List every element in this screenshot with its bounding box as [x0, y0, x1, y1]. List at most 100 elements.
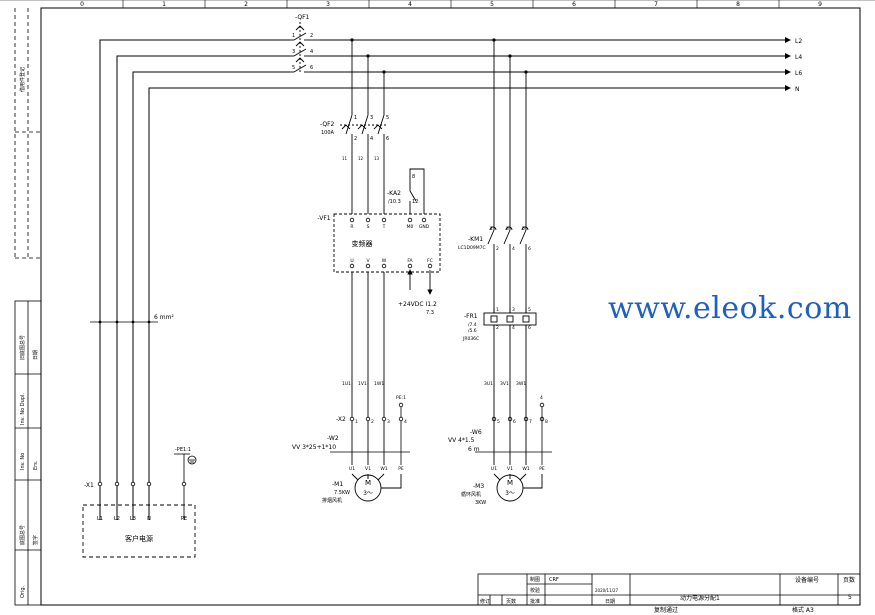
- qf2-terminal: 6: [386, 136, 389, 142]
- bus-label-n: N: [795, 86, 800, 93]
- vfd-terminal: M0: [407, 224, 414, 230]
- vfd-phase-marks: 11 12 13: [342, 156, 380, 161]
- vfd-branch-wires: [351, 40, 385, 465]
- customer-terminal: L3: [130, 516, 136, 522]
- x2-terminal: 3: [387, 419, 390, 425]
- m3-labels: -M3 循环风机 3KW: [461, 483, 486, 506]
- qf2-terminal: 2: [354, 136, 357, 142]
- date-label: 日期: [605, 599, 615, 605]
- ka2-labels: -KA2 /10.3 8 12: [387, 174, 418, 205]
- x2-terminal: 4: [404, 419, 407, 425]
- customer-supply-box: [82, 504, 196, 558]
- m1-symbol: M: [365, 479, 371, 487]
- ka2-label: -KA2: [387, 190, 401, 197]
- wire-mark: 1U1: [342, 381, 351, 387]
- qf2-terminal: 3: [370, 115, 373, 121]
- x2-label: -X2: [336, 416, 346, 423]
- drawing-title: 动力电源分配1: [680, 594, 720, 602]
- x2-terminal: 1: [355, 419, 358, 425]
- w2-label: -W2: [327, 435, 339, 442]
- motor-pin: U1: [491, 466, 497, 472]
- bus-label-l4: L4: [795, 54, 802, 61]
- motor-pin: PE: [539, 466, 545, 472]
- left-index-strip: [14, 8, 41, 259]
- fr1-labels: -FR1 /7.4 /5.6 JR036C 1 3 5 2 4 6: [462, 307, 531, 342]
- km1-label: -KM1: [468, 236, 483, 243]
- m3-power: 3KW: [475, 500, 486, 506]
- w6-spec: VV 4*1.5: [448, 437, 475, 444]
- qf2-label: -QF2: [320, 121, 335, 128]
- column-number: 8: [736, 1, 740, 8]
- qf1-terminal: 5: [292, 65, 295, 71]
- km1-pin: 2: [496, 246, 499, 252]
- column-number: 1: [162, 1, 166, 8]
- vfd-terminal: U: [350, 258, 353, 264]
- qf1-terminal: 6: [310, 65, 313, 71]
- m3-symbol: M: [507, 479, 513, 487]
- qf1-terminal: 4: [310, 49, 313, 55]
- page-label: 页数: [843, 576, 855, 584]
- column-number: 9: [818, 1, 822, 8]
- qf2-breaker: [340, 114, 388, 138]
- fr1-ref: /7.4: [468, 322, 477, 328]
- wire-mark: PE:1: [396, 395, 406, 401]
- km1-labels: -KM1 LC1D09M7C 1 3 5 2 4 6: [458, 226, 531, 252]
- w6-label: -W6: [470, 429, 482, 436]
- copy-label: 复制通过: [654, 606, 678, 614]
- fr1-pin: 1: [496, 307, 499, 313]
- column-number: 7: [654, 1, 658, 8]
- column-number: 6: [572, 1, 576, 8]
- column-numbers: 0 1 2 3 4 5 6 7 8 9: [80, 1, 822, 8]
- vfd-labels: -VF1 变频器 R S T M0 GND U V W FA FC: [317, 215, 432, 264]
- motor-pin: V1: [365, 466, 371, 472]
- left-stamp-column: [14, 300, 42, 606]
- border-label: 签字: [32, 535, 39, 545]
- vfd-terminal-circles: [349, 217, 433, 269]
- column-number: 3: [326, 1, 330, 8]
- vfd-box: [333, 213, 441, 273]
- page-value: 5: [848, 594, 852, 601]
- customer-terminal: L1: [97, 516, 103, 522]
- motor-pin: U1: [349, 466, 355, 472]
- qf2-terminal: 4: [370, 136, 373, 142]
- drawn-by-label: 制图: [530, 576, 540, 583]
- drawn-by-value: CRF: [549, 577, 559, 583]
- fr1-pin: 4: [512, 325, 515, 331]
- column-number: 4: [408, 1, 412, 8]
- vfd-terminal: GND: [419, 224, 430, 230]
- x2-terminal: 8: [545, 419, 548, 425]
- motor-pin: PE: [398, 466, 404, 472]
- pe-symbol-m3: [539, 402, 545, 465]
- bus-lines: [99, 37, 791, 520]
- vfd-feedback-arrows: [407, 269, 433, 295]
- x1-terminals: [97, 481, 187, 487]
- format-label: 格式 A3: [792, 606, 814, 614]
- vfd-terminal: R: [350, 224, 353, 230]
- vfd-terminal: FA: [407, 258, 413, 264]
- m3-pins: U1 V1 W1 PE: [491, 466, 545, 472]
- x1-label: -X1: [84, 482, 94, 489]
- m1-labels: -M1 7.5KW 排烟风机: [322, 481, 350, 504]
- km1-pin: 4: [512, 246, 515, 252]
- date-value: 2020/11/27: [595, 588, 619, 593]
- phase-mark: 13: [374, 156, 380, 161]
- motor-pin: W1: [522, 466, 529, 472]
- revision-label: 修订: [480, 598, 490, 605]
- wire-mark: 3W1: [516, 381, 526, 387]
- border-label: Orig.: [20, 585, 26, 598]
- wire-mark: 3V1: [500, 381, 509, 387]
- customer-terminals: L1 L2 L3 N PE: [97, 516, 187, 522]
- x2-labels: -X2 1 2 3 4 5 6 7 8: [336, 416, 548, 425]
- title-block: [477, 573, 861, 606]
- motor-pin: W1: [380, 466, 387, 472]
- border-label: Inv. No: [20, 453, 26, 470]
- qf2-terminal: 5: [386, 115, 389, 121]
- m1-motor: [351, 473, 402, 502]
- wire-mark: 1V1: [358, 381, 367, 387]
- km1-branch-wires: [493, 40, 527, 465]
- bus-labels: L2 L4 L6 N: [795, 38, 802, 93]
- fr1-type: JR036C: [462, 336, 479, 342]
- x2-terminal: 6: [513, 419, 516, 425]
- left-border-labels: 借用件登记 旧底图总号 底图总号 签字 日期 Orig. Inv. No Inv…: [19, 67, 39, 598]
